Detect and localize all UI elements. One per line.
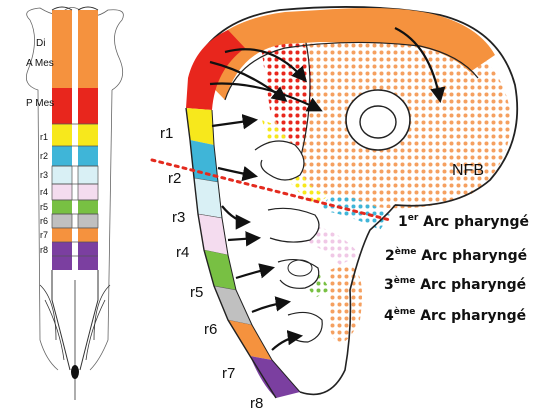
arch-3-label: 3ème Arc pharyngé [384,275,526,293]
embryo-side-view [152,7,517,398]
arch-2-label: 2ème Arc pharyngé [385,246,527,264]
di-segment-left [52,10,72,88]
r5-segment-right [78,200,98,214]
arch-3-outline [278,260,319,289]
r5-segment-left [52,200,72,214]
label-r6-left: r6 [40,216,48,226]
arrow-r2 [218,168,255,176]
arch-labels: 1er Arc pharyngé 2ème Arc pharyngé 3ème … [384,213,529,324]
arch-4-label: 4ème Arc pharyngé [384,306,526,324]
label-r5-right: r5 [190,284,203,301]
label-r3-left: r3 [40,170,48,180]
label-r2-left: r2 [40,151,48,161]
arrow-r5 [236,268,272,278]
label-r3-right: r3 [172,209,185,226]
label-r2-right: r2 [168,170,181,187]
r2-segment-right [78,146,98,166]
node-dot [71,365,79,379]
arrow-r1 [212,120,255,126]
label-r1-left: r1 [40,132,48,142]
r1-segment-right [78,124,98,146]
arrow-r3 [222,206,248,222]
r6-segment-right [78,214,98,228]
r7-segment-left [52,228,72,242]
pmes-segment-left [52,88,72,124]
r4-segment-left [52,184,72,200]
lower-orange-dot-field [330,266,362,343]
arch-1-label: 1er Arc pharyngé [398,213,529,230]
pmes-segment-right [78,88,98,124]
label-r7-right: r7 [222,365,235,382]
label-r8-right: r8 [250,395,263,412]
label-pmes: P Mes [26,98,54,109]
r8-band [250,356,300,398]
label-di: Di [36,38,45,49]
label-nfb: NFB [452,162,484,179]
arrow-r6 [252,302,288,312]
r4-band [198,214,228,255]
di-segment-right [78,10,98,88]
r6-band [214,286,252,325]
label-r6-right: r6 [204,321,217,338]
r1-segment-left [52,124,72,146]
label-r7-left: r7 [40,230,48,240]
label-r8-left: r8 [40,245,48,255]
arch-1-outline [255,141,304,180]
r2-segment-left [52,146,72,166]
left-labels: Di A Mes P Mes r1 r2 r3 r4 r5 r6 r7 r8 [26,38,54,255]
label-r5-left: r5 [40,202,48,212]
r3-segment-right [78,166,98,184]
r4-segment-right [78,184,98,200]
r3-segment-left [52,166,72,184]
arch-2-outline [268,208,319,242]
eye-inner [360,106,396,138]
label-r4-left: r4 [40,187,48,197]
arrow-r4 [228,238,258,240]
label-r4-right: r4 [176,244,189,261]
r6-segment-left [52,214,72,228]
r7-band [228,320,272,360]
label-r1-right: r1 [160,125,173,142]
r7-segment-right [78,228,98,242]
label-ames: A Mes [26,58,54,69]
